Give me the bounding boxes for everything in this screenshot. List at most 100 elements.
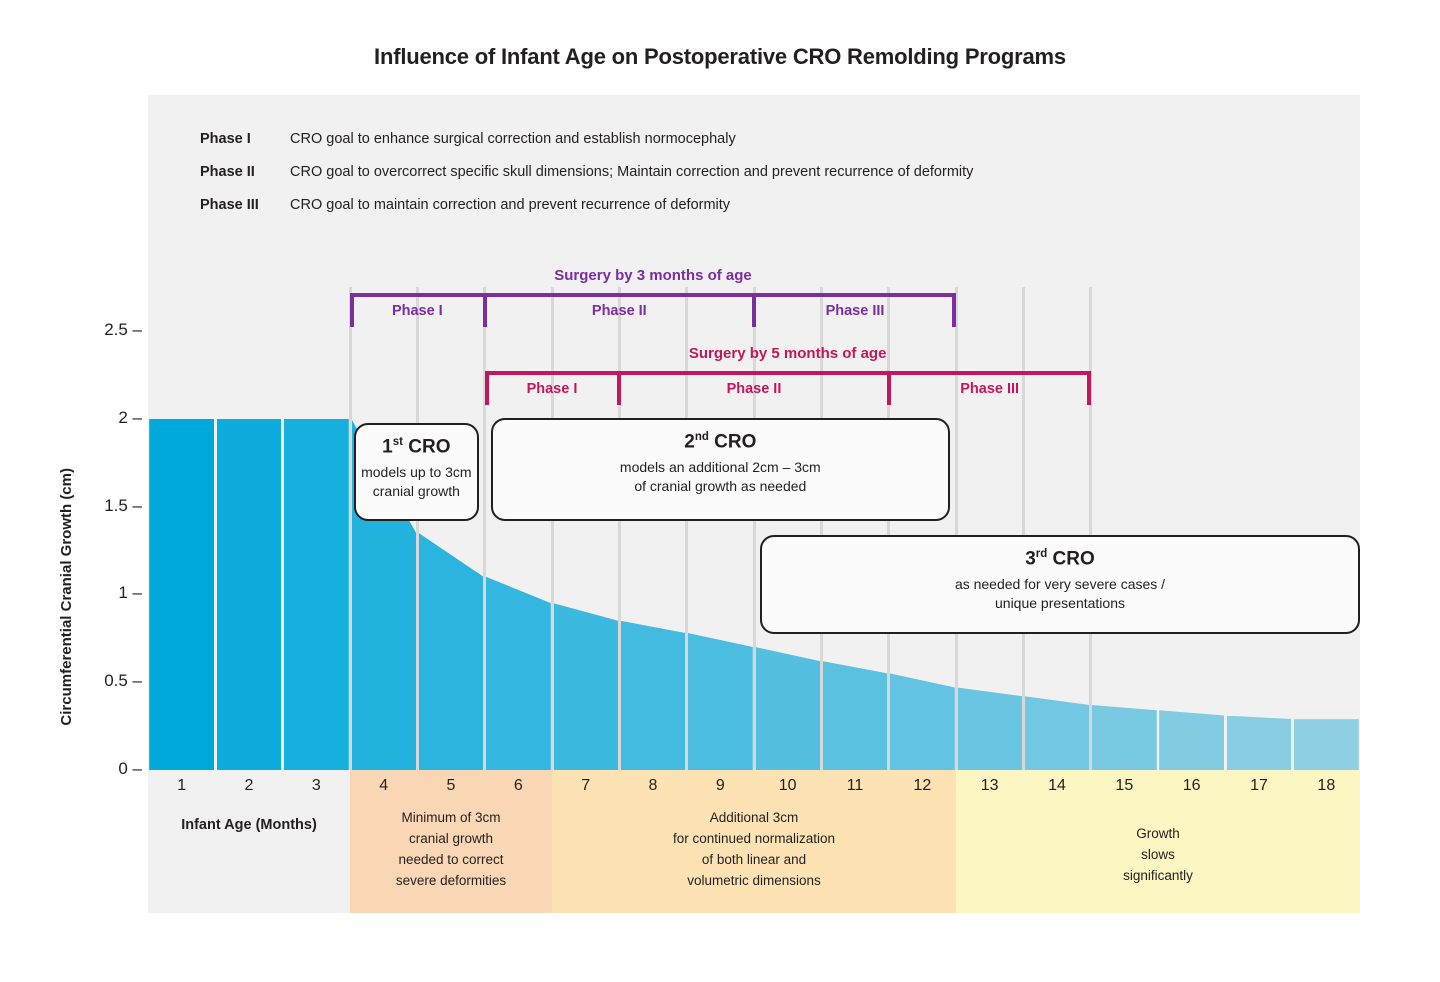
bar (1159, 710, 1225, 770)
age-band (350, 770, 552, 913)
bar (889, 673, 955, 770)
x-axis-tick-label: 11 (846, 777, 864, 794)
bracket-title: Surgery by 5 months of age (688, 345, 887, 362)
band-caption-line: volumetric dimensions (687, 873, 821, 888)
legend-row: Phase I CRO goal to enhance surgical corr… (200, 131, 1300, 164)
y-axis-tick-label: 0 – (118, 759, 142, 778)
x-axis-tick-label: 1 (177, 777, 187, 794)
bar (620, 620, 686, 770)
age-band (956, 770, 1360, 913)
gridline (685, 287, 689, 770)
band-caption-line: slows (1141, 847, 1175, 862)
y-axis-tick-label: 2 – (118, 407, 142, 427)
band-caption-line: significantly (1123, 868, 1193, 883)
gridline (483, 287, 487, 770)
bar (418, 532, 484, 770)
cro-callout-subtext-line: as needed for very severe cases / (954, 576, 1166, 593)
bracket-phase-label: Phase III (825, 303, 885, 319)
band-caption-line: of both linear and (701, 852, 807, 867)
x-axis-tick-label: 15 (1115, 777, 1134, 794)
gridline (1021, 287, 1025, 770)
cro-callout-subtext-line: models an additional 2cm – 3cm (619, 459, 821, 476)
bracket-tick (1086, 371, 1091, 405)
bar (1024, 696, 1090, 770)
legend-phase-label: Phase I (200, 131, 251, 147)
x-axis-tick-label: 3 (311, 777, 321, 794)
cro-callout-subtext: as needed for very severe cases / unique … (762, 575, 1358, 613)
bar (1091, 705, 1157, 770)
band-caption-line: for continued normalization (672, 831, 836, 846)
bracket-phase-label: Phase I (526, 381, 578, 397)
band-caption-line: cranial growth (408, 831, 494, 846)
legend-phase-description: CRO goal to enhance surgical correction … (290, 131, 736, 147)
band-caption-line: Growth (1136, 826, 1180, 841)
x-axis-tick-label: 14 (1048, 777, 1066, 794)
bar (485, 576, 551, 770)
legend-phase-description: CRO goal to overcorrect specific skull d… (290, 164, 974, 180)
band-caption-line: Additional 3cm (709, 810, 799, 825)
bar (822, 661, 888, 770)
y-axis-tick-label: 2.5 – (104, 319, 142, 339)
gridline (550, 287, 554, 770)
y-axis-tick-label: 1.5 – (104, 495, 142, 515)
age-band (148, 770, 350, 913)
gridline (617, 287, 621, 770)
bracket-tick (886, 371, 891, 405)
legend-row: Phase II CRO goal to overcorrect specific… (200, 164, 1300, 197)
x-axis-tick-label: 12 (913, 777, 932, 794)
bracket-phase-label: Phase I (391, 303, 443, 319)
bracket-rail (484, 371, 1091, 375)
bracket-phase-label: Phase II (726, 381, 782, 397)
legend-phase-description: CRO goal to maintain correction and prev… (290, 197, 731, 213)
bar (1226, 715, 1292, 770)
band-caption: Growth slows significantly (956, 823, 1360, 886)
band-caption: Additional 3cm for continued normalizatio… (552, 807, 956, 891)
cro-callout-subtext-line: unique presentations (995, 595, 1125, 612)
bar (553, 603, 619, 770)
y-axis-tick-label: 0.5 – (104, 671, 142, 691)
gridline (752, 287, 756, 770)
cro-callout-heading: 3rd CRO (1025, 548, 1095, 570)
bracket-tick (752, 293, 756, 327)
bracket-tick (482, 293, 487, 327)
bracket-phase-label: Phase III (960, 381, 1020, 397)
bar (957, 687, 1023, 770)
gridline (415, 287, 419, 770)
y-axis-tick-label: 1 – (118, 583, 142, 603)
gridline (954, 287, 958, 770)
bracket-title: Surgery by 3 months of age (554, 267, 752, 284)
x-axis-tick-label: 9 (715, 777, 725, 794)
gridline (887, 287, 891, 770)
gridline (819, 287, 823, 770)
bracket-rail (350, 293, 956, 297)
bar (216, 418, 282, 770)
x-axis-tick-label: 8 (648, 777, 658, 794)
surgery-bracket: Phase I Phase II Phase III (484, 371, 1091, 411)
cro-callout-heading: 2nd CRO (684, 431, 757, 453)
x-axis-tick-label: 7 (581, 777, 591, 794)
x-axis-tick-label: 5 (446, 777, 456, 794)
bar (1293, 719, 1359, 770)
gridline (1089, 287, 1093, 770)
x-axis-tick-label: 16 (1182, 777, 1201, 794)
cro-callout-subtext-line: models up to 3cm (361, 464, 472, 481)
x-axis-tick-label: 6 (513, 777, 523, 794)
bar (149, 418, 215, 770)
y-axis-ticks: 0 – 0.5 – 1 – 1.5 – 2 – 2.5 – (80, 0, 142, 982)
chart-panel: Phase I CRO goal to enhance surgical corr… (148, 95, 1360, 913)
x-axis-tick-label: 4 (379, 777, 389, 794)
bar (755, 647, 821, 770)
band-caption-line: severe deformities (395, 873, 507, 888)
x-axis-tick-label: 17 (1250, 777, 1268, 794)
x-axis-tick-label: 2 (244, 777, 254, 794)
band-caption-line: Minimum of 3cm (401, 810, 501, 825)
legend-phase-label: Phase II (200, 164, 255, 180)
x-axis-tick-label: 18 (1317, 777, 1336, 794)
